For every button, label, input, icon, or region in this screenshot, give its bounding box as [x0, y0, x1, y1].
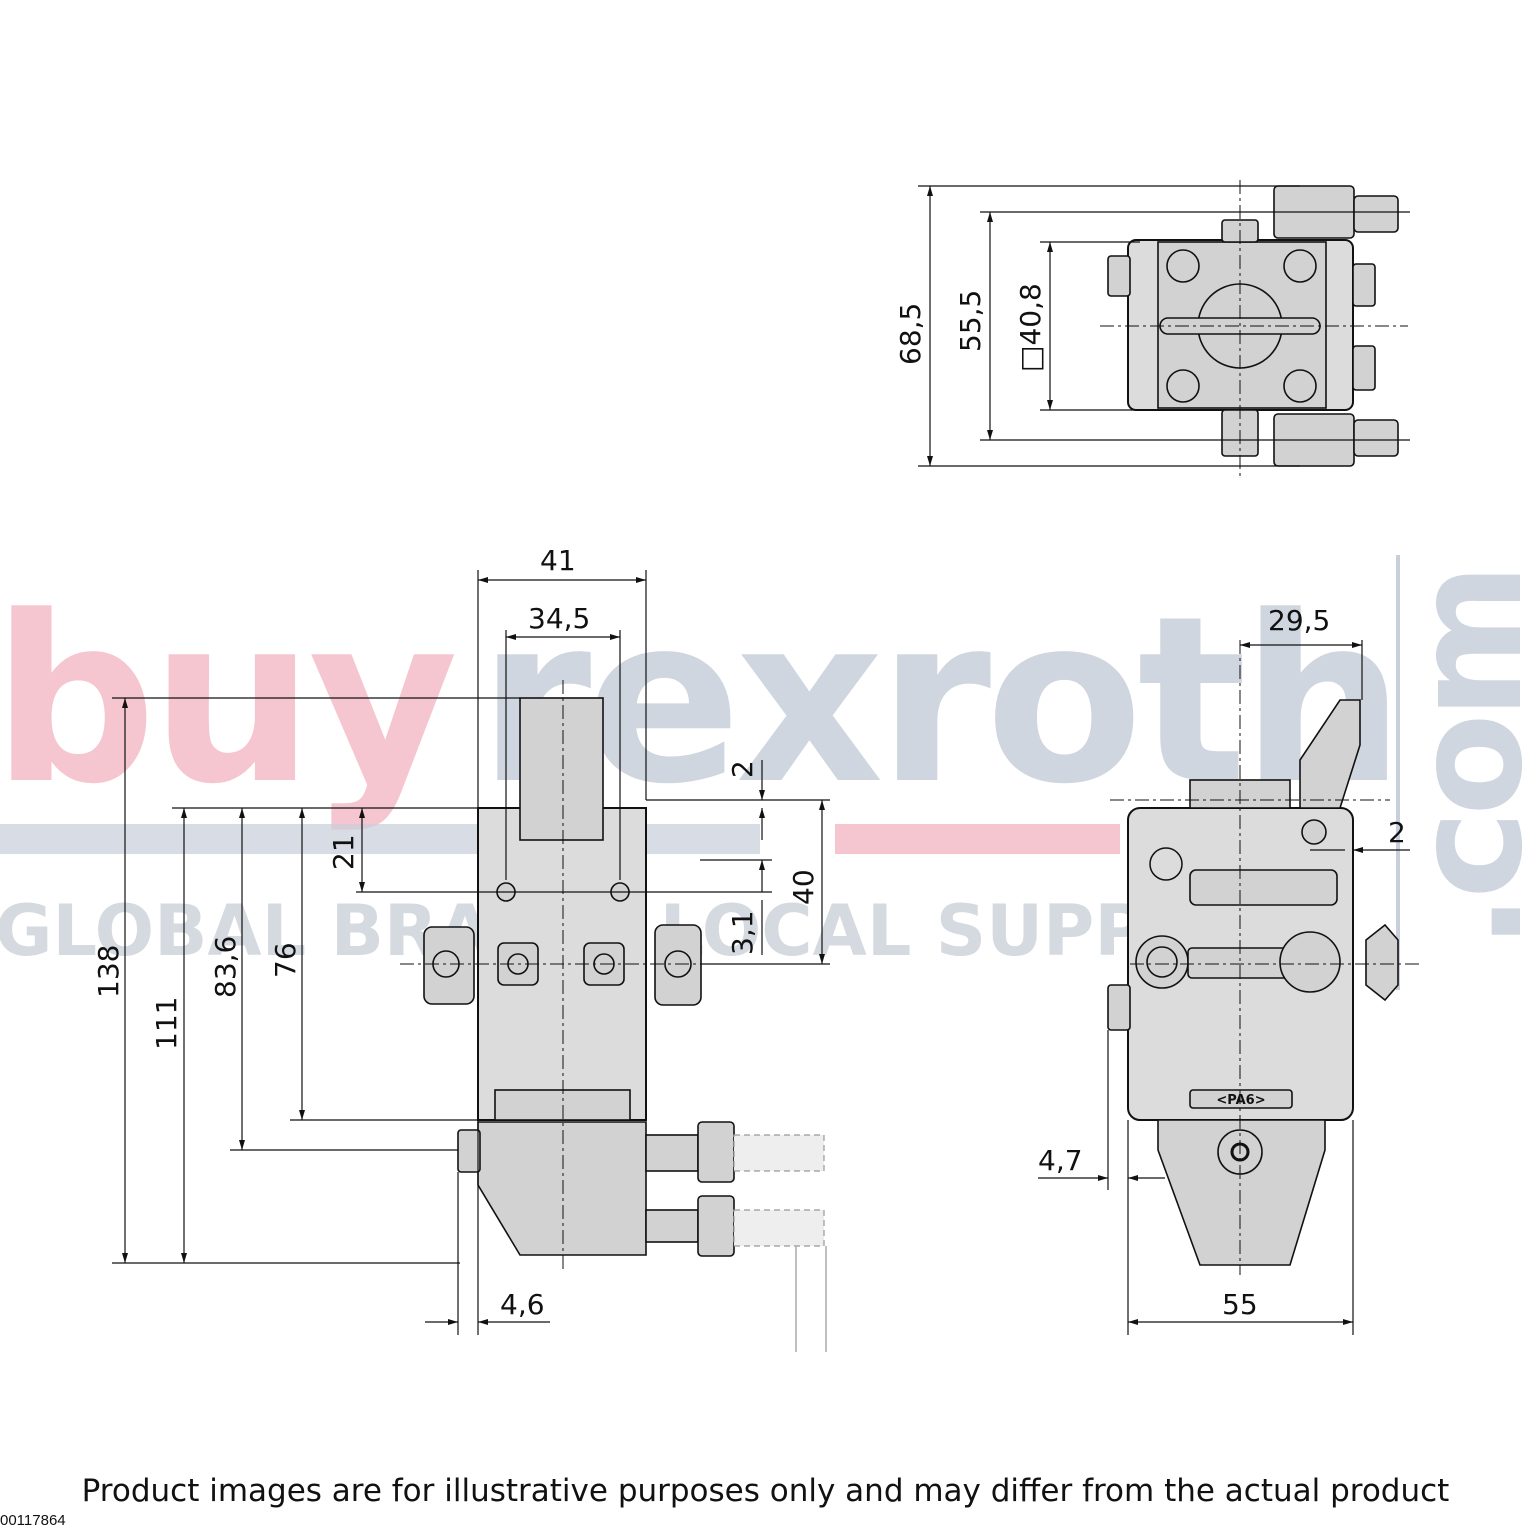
- dim-55: 55: [1222, 1288, 1258, 1321]
- dim-83-6: 83,6: [209, 936, 242, 998]
- dim-40: 40: [787, 869, 820, 905]
- dim-3-1: 3,1: [726, 910, 759, 955]
- material-label: <PA6>: [1216, 1093, 1265, 1108]
- dim-29-5: 29,5: [1268, 604, 1330, 637]
- front-view: 41 34,5 2 21 40 3,1 138 111 83,6 76 4,6: [92, 544, 830, 1352]
- dim-41: 41: [540, 544, 576, 577]
- document-id: 00117864: [0, 1512, 66, 1529]
- dim-76: 76: [269, 942, 302, 978]
- dim-4-6: 4,6: [500, 1288, 545, 1321]
- dim-138: 138: [92, 945, 125, 998]
- dim-2-front: 2: [726, 760, 759, 778]
- disclaimer-text: Product images are for illustrative purp…: [81, 1473, 1450, 1509]
- dim-4-7: 4,7: [1038, 1144, 1083, 1177]
- side-view: <PA6> 29,5 2 4,7 55: [1038, 604, 1420, 1335]
- watermark-com: .com: [1382, 569, 1531, 950]
- dim-55-5: 55,5: [954, 290, 987, 352]
- dim-34-5: 34,5: [528, 602, 590, 635]
- watermark-buy: buy: [0, 568, 454, 835]
- dim-111: 111: [150, 997, 183, 1050]
- dim-2-side: 2: [1388, 816, 1406, 849]
- top-view: 68,5 55,5 □40,8: [894, 180, 1410, 476]
- dim-68-5: 68,5: [894, 303, 927, 365]
- dim-21: 21: [327, 834, 360, 870]
- dim-40-8-square: □40,8: [1014, 283, 1047, 372]
